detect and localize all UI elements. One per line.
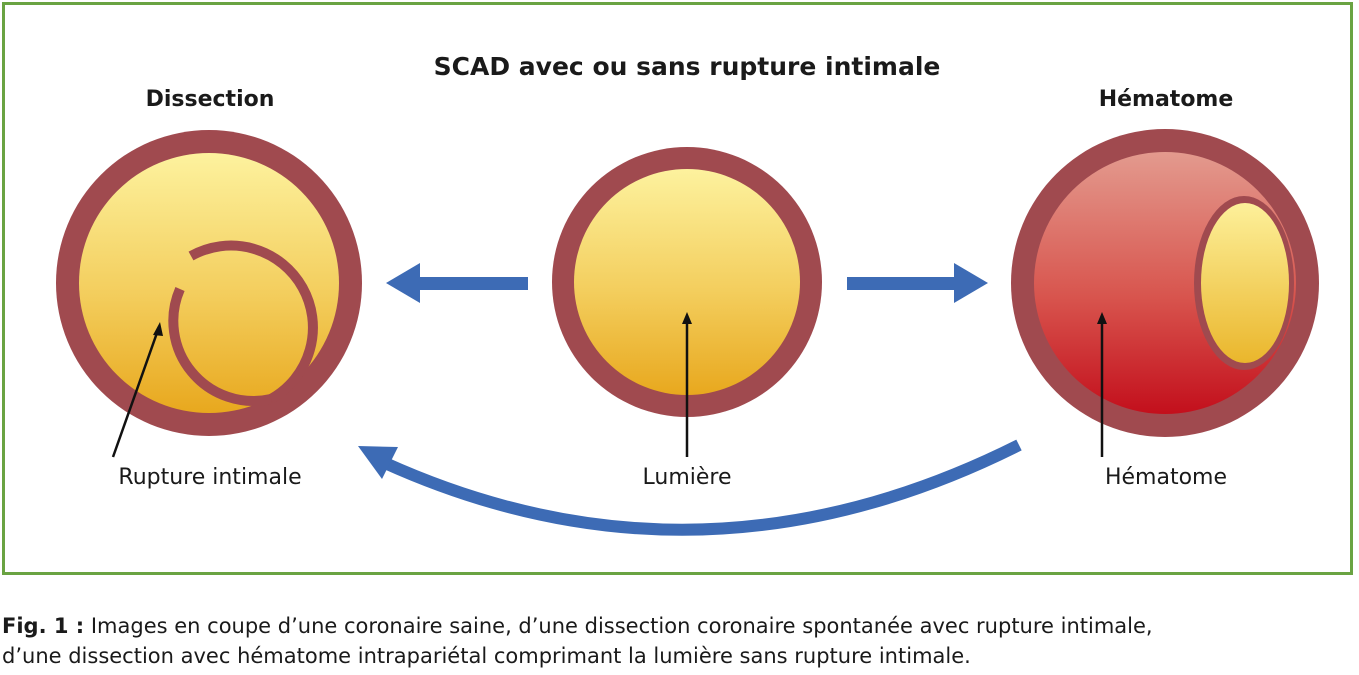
arrow-hematome-to-dissection	[358, 439, 1022, 536]
dissection-vessel	[56, 130, 362, 436]
arrow-to-dissection	[386, 263, 528, 303]
intimal-flap	[188, 240, 318, 404]
label-rupture-intimale: Rupture intimale	[118, 465, 301, 490]
label-hematome: Hématome	[1105, 465, 1227, 490]
caption-text-1: Images en coupe d’une coronaire saine, d…	[84, 614, 1153, 638]
heading-dissection: Dissection	[146, 87, 275, 112]
hematoma-vessel	[1011, 129, 1319, 437]
scad-diagram: SCAD avec ou sans rupture intimale Disse…	[56, 52, 1319, 536]
intimal-flap-lower	[168, 287, 273, 406]
pointer-hematome	[1097, 312, 1107, 457]
heading-hematome: Hématome	[1099, 87, 1234, 112]
healthy-lumen	[574, 169, 800, 395]
dissection-lumen	[79, 153, 339, 413]
figure-frame	[2, 2, 1353, 575]
healthy-vessel	[552, 147, 822, 417]
pointer-lumiere	[682, 312, 692, 457]
figure-caption: Fig. 1 : Images en coupe d’une coronaire…	[2, 611, 1357, 671]
caption-fig-label: Fig. 1 :	[2, 614, 85, 638]
caption-line-1: Fig. 1 : Images en coupe d’une coronaire…	[2, 611, 1357, 641]
pointer-rupture-intimale	[111, 322, 163, 458]
caption-line-2: d’une dissection avec hématome intrapari…	[2, 644, 971, 668]
arrow-to-hematome	[847, 263, 988, 303]
compressed-lumen	[1201, 203, 1289, 363]
diagram-title: SCAD avec ou sans rupture intimale	[434, 52, 941, 81]
label-lumiere: Lumière	[643, 465, 732, 490]
